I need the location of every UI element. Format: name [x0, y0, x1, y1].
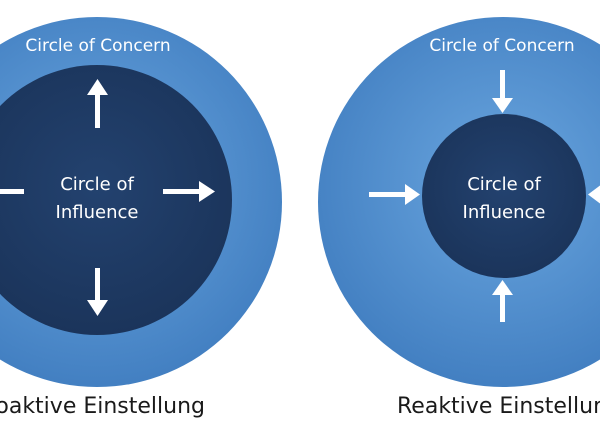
- arrow-right-icon: [369, 184, 420, 205]
- reactive-diagram: Circle of Concern Circle of Influence: [318, 17, 600, 387]
- caption-reactive: Reaktive Einstellung: [397, 394, 600, 419]
- arrow-down-icon: [87, 268, 108, 316]
- influence-label-line2-reactive: Influence: [463, 202, 546, 223]
- proactive-diagram: Circle of Concern Circle of Influence: [0, 17, 282, 387]
- concern-label-reactive: Circle of Concern: [429, 36, 574, 56]
- arrow-left-icon: [0, 189, 24, 194]
- caption-proactive: roaktive Einstellung: [0, 394, 205, 419]
- inward-arrows: [369, 70, 600, 322]
- circle-of-influence-proactive: [0, 65, 232, 335]
- outward-arrows: [0, 79, 215, 316]
- influence-label-line2-proactive: Influence: [56, 202, 139, 223]
- arrow-up-icon: [492, 280, 513, 322]
- concern-label-proactive: Circle of Concern: [25, 36, 170, 56]
- circle-of-influence-reactive: [422, 114, 586, 278]
- arrow-down-icon: [492, 70, 513, 113]
- arrow-left-icon: [588, 185, 600, 204]
- influence-label-line1-proactive: Circle of: [60, 174, 134, 195]
- influence-label-line1-reactive: Circle of: [467, 174, 541, 195]
- arrow-up-icon: [87, 79, 108, 128]
- arrow-right-icon: [163, 181, 215, 202]
